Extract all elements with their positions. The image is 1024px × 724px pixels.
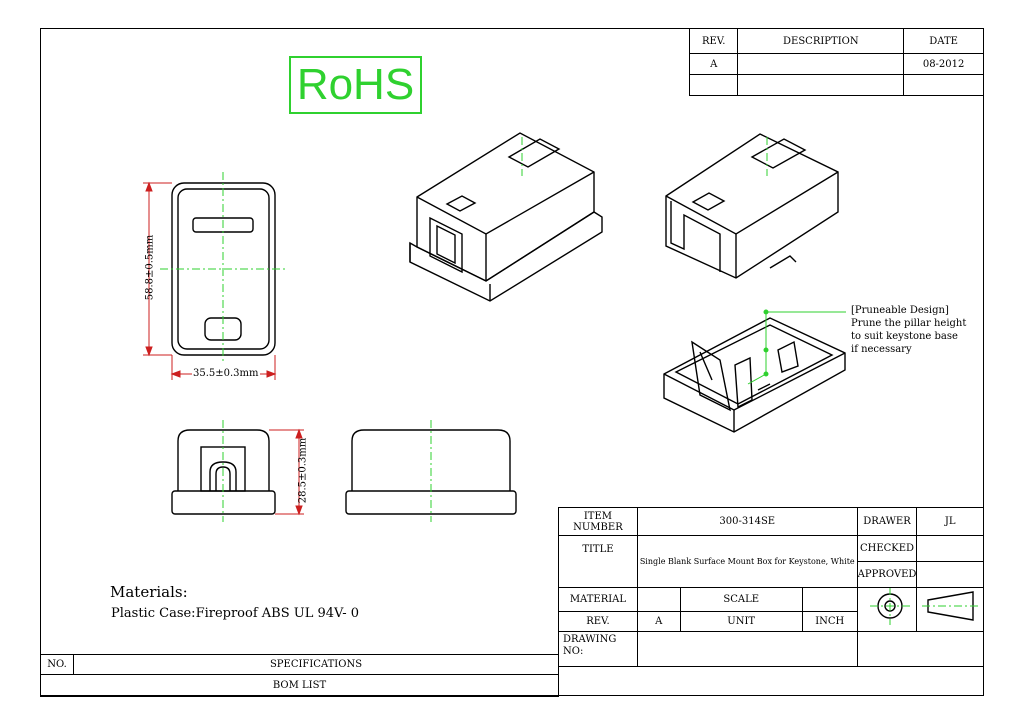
dimension-width-label: 35.5±0.3mm	[192, 368, 260, 379]
title-label: TITLE	[558, 535, 638, 588]
note-leader	[747, 309, 846, 385]
pruneable-note: [Pruneable Design] Prune the pillar heig…	[851, 304, 966, 356]
checked-label: CHECKED	[856, 535, 918, 562]
note-title: [Pruneable Design]	[851, 305, 949, 316]
unit-value: INCH	[801, 611, 858, 632]
isometric-view-closed	[409, 132, 603, 302]
scale-label: SCALE	[679, 587, 803, 612]
approved-label: APPROVED	[856, 561, 918, 588]
title-block: ITEM NUMBER 300-314SE DRAWER JL TITLE Si…	[558, 507, 985, 667]
date-header: DATE	[903, 28, 984, 54]
bom-list-label: BOM LIST	[40, 674, 559, 697]
item-number-label: ITEM NUMBER	[558, 507, 638, 536]
drawing-no-label: DRAWING NO:	[558, 631, 638, 667]
dimension-height-label: 58.8±0.5mm	[144, 234, 156, 301]
rohs-mark: RoHS	[289, 56, 422, 114]
materials-body: Plastic Case:Fireproof ABS UL 94V- 0	[111, 606, 360, 621]
rev-value-block: A	[636, 611, 681, 632]
drawing-title: Single Blank Surface Mount Box for Keyst…	[636, 535, 858, 588]
isometric-view-bottom	[663, 317, 846, 433]
rev-label: REV.	[558, 611, 638, 632]
isometric-view-open	[665, 133, 839, 279]
materials-title: Materials:	[110, 583, 188, 601]
bom-table: NO. SPECIFICATIONS BOM LIST	[40, 654, 559, 697]
note-line-1: Prune the pillar height	[851, 318, 967, 329]
bom-specifications-label: SPECIFICATIONS	[73, 654, 559, 675]
note-line-3: if necessary	[851, 344, 912, 355]
drawer-value: JL	[916, 507, 984, 536]
drawer-label: DRAWER	[856, 507, 918, 536]
revision-table: REV. DESCRIPTION DATE A 08-2012	[688, 28, 984, 96]
item-number: 300-314SE	[636, 507, 858, 536]
material-label: MATERIAL	[558, 587, 638, 612]
bom-no-label: NO.	[40, 654, 74, 675]
note-line-2: to suit keystone base	[851, 331, 958, 342]
dimension-depth-label: 28.5±0.3mm	[297, 437, 309, 504]
unit-label: UNIT	[679, 611, 803, 632]
